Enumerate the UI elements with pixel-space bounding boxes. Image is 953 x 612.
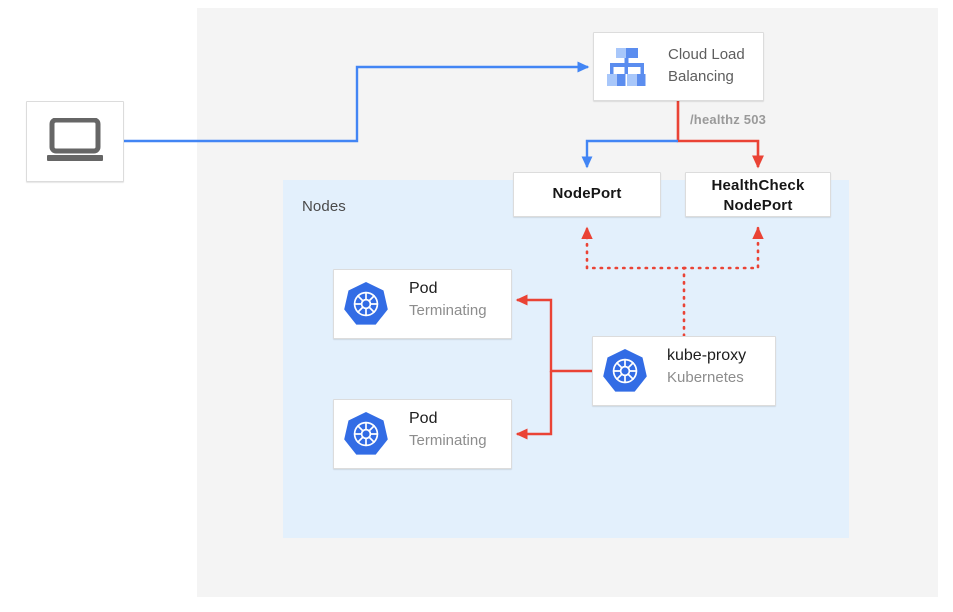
healthcheck-nodeport-label-line2: NodePort — [723, 197, 793, 214]
kube-proxy-subtitle: Kubernetes — [667, 369, 744, 386]
kube-proxy-label-group: kube-proxy Kubernetes — [667, 345, 779, 389]
pod-label-group: Pod Terminating — [409, 408, 514, 452]
cloud-load-balancing-label-line1: Cloud Load — [668, 46, 745, 63]
laptop-icon — [47, 118, 103, 161]
healthcheck-nodeport-node[interactable] — [685, 172, 831, 217]
nodeport-label: NodePort — [552, 185, 622, 202]
kubernetes-icon — [603, 349, 647, 392]
pod-title: Pod — [409, 280, 438, 297]
cloud-load-balancing-label-line2: Balancing — [668, 68, 734, 85]
pod-status: Terminating — [409, 432, 487, 449]
cloud-load-balancing-icon — [607, 48, 646, 86]
healthcheck-nodeport-label: HealthCheck NodePort — [685, 176, 831, 216]
healthz-edge-label: /healthz 503 — [690, 112, 767, 127]
pod-label-group: Pod Terminating — [409, 278, 514, 322]
pod-title: Pod — [409, 410, 438, 427]
kubernetes-icon — [344, 412, 388, 455]
cloud-load-balancing-label: Cloud Load Balancing — [668, 44, 760, 88]
kube-proxy-title: kube-proxy — [667, 347, 747, 364]
pod-status: Terminating — [409, 302, 487, 319]
nodeport-node[interactable] — [513, 172, 661, 217]
healthcheck-nodeport-label-line1: HealthCheck — [711, 177, 805, 194]
kubernetes-icon — [344, 282, 388, 325]
nodes-panel-label: Nodes — [302, 198, 346, 215]
